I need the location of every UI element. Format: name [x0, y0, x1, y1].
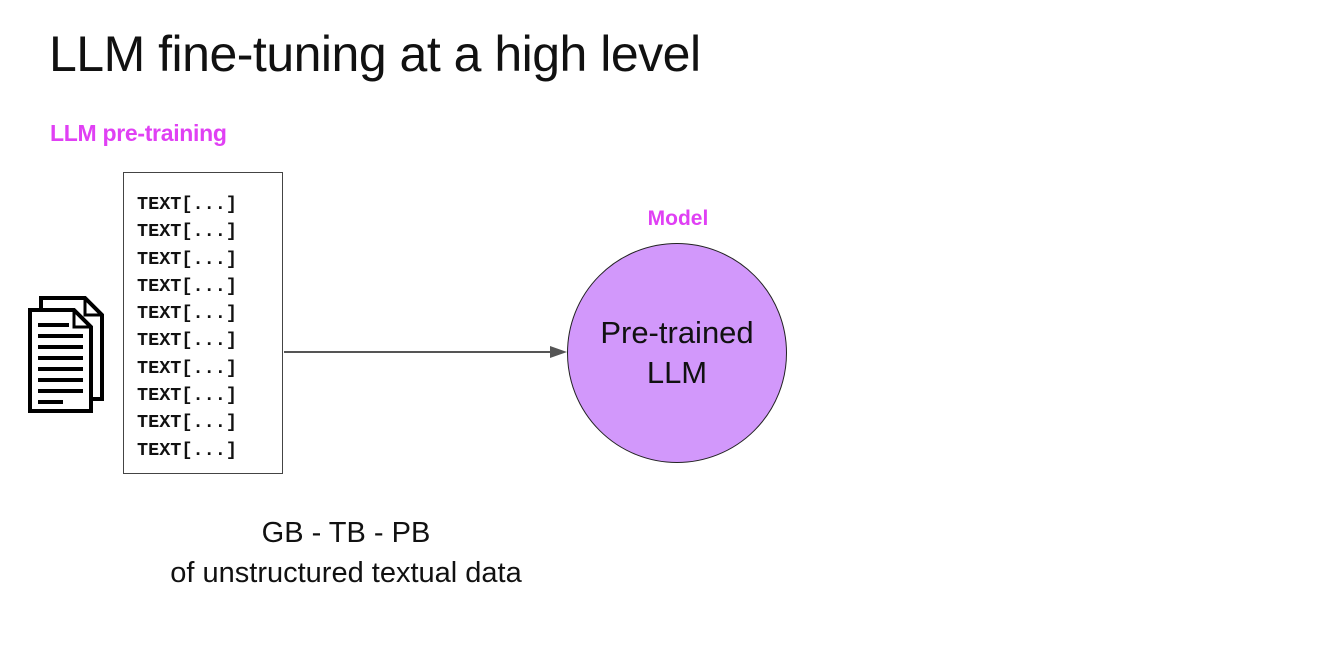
- flow-arrow: [284, 346, 567, 358]
- data-size-label: GB - TB - PB: [261, 517, 431, 549]
- model-name-line2: LLM: [646, 355, 708, 390]
- text-data-line: TEXT[...]: [137, 439, 237, 461]
- text-data-line: TEXT[...]: [137, 194, 237, 215]
- text-data-box: TEXT[...] TEXT[...] TEXT[...] TEXT[...] …: [123, 172, 283, 474]
- data-size-caption: GB - TB - PB of unstructured textual dat…: [120, 513, 572, 593]
- text-data-line: TEXT[...]: [137, 275, 237, 297]
- text-data-line: TEXT[...]: [137, 248, 237, 270]
- documents-icon: [28, 296, 104, 413]
- text-data-line: TEXT[...]: [137, 357, 237, 379]
- text-data-line: TEXT[...]: [137, 385, 237, 407]
- model-name-line1: Pre-trained: [600, 315, 754, 350]
- section-label-pre-training: LLM pre-training: [50, 120, 227, 146]
- arrow-head-icon: [550, 346, 567, 358]
- text-data-line: TEXT[...]: [137, 221, 237, 243]
- slide-title: LLM fine-tuning at a high level: [49, 26, 701, 82]
- pretrained-llm-node: Pre-trained LLM: [567, 243, 787, 463]
- model-label: Model: [647, 207, 709, 230]
- text-data-line: TEXT[...]: [137, 412, 237, 434]
- text-data-line: TEXT[...]: [137, 303, 237, 325]
- data-description: of unstructured textual data: [170, 557, 522, 589]
- text-data-line: TEXT[...]: [137, 330, 237, 352]
